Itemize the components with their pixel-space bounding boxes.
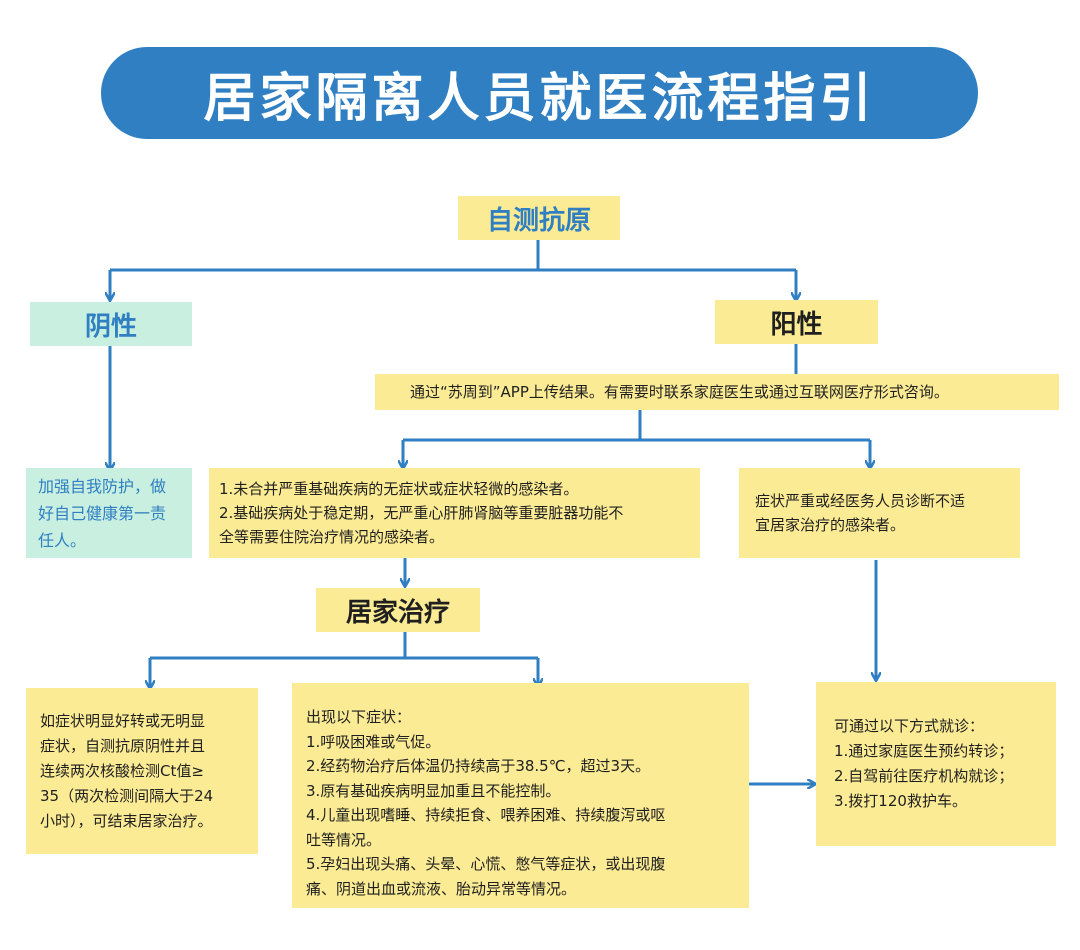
negative-label: 阴性 bbox=[84, 311, 137, 342]
symptoms-line: 痛、阴道出血或流液、胎动异常等情况。 bbox=[306, 879, 577, 898]
symptoms-box: 出现以下症状： 1.呼吸困难或气促。 2.经药物治疗后体温仍持续高于38.5℃，… bbox=[292, 683, 749, 908]
mild-cases-line: 1.未合并严重基础疾病的无症状或症状轻微的感染者。 bbox=[219, 480, 579, 498]
symptoms-line: 2.经药物治疗后体温仍持续高于38.5℃，超过3天。 bbox=[306, 757, 651, 775]
end-treatment-line: 35（两次检测间隔大于24 bbox=[40, 786, 214, 805]
negative-advice-box: 加强自我防护，做 好自己健康第一责 任人。 bbox=[26, 468, 192, 558]
seek-care-line: 2.自驾前往医疗机构就诊； bbox=[834, 767, 1014, 785]
negative-advice-line: 任人。 bbox=[38, 530, 87, 550]
upload-box: 通过“苏周到”APP上传结果。有需要时联系家庭医生或通过互联网医疗形式咨询。 bbox=[375, 374, 1059, 410]
end-treatment-box: 如症状明显好转或无明显 症状，自测抗原阴性并且 连续两次核酸检测Ct值≥ 35（… bbox=[26, 688, 258, 854]
upload-text: 通过“苏周到”APP上传结果。有需要时联系家庭医生或通过互联网医疗形式咨询。 bbox=[410, 383, 949, 401]
mild-cases-line: 2.基础疾病处于稳定期，无严重心肝肺肾脑等重要脏器功能不 bbox=[219, 504, 624, 522]
symptoms-line: 3.原有基础疾病明显加重且不能控制。 bbox=[306, 781, 561, 800]
seek-care-box: 可通过以下方式就诊： 1.通过家庭医生预约转诊； 2.自驾前往医疗机构就诊； 3… bbox=[816, 682, 1056, 846]
positive-label: 阳性 bbox=[770, 309, 823, 340]
negative-box: 阴性 bbox=[30, 302, 192, 346]
mild-cases-box: 1.未合并严重基础疾病的无症状或症状轻微的感染者。 2.基础疾病处于稳定期，无严… bbox=[209, 468, 700, 558]
severe-cases-line: 宜居家治疗的感染者。 bbox=[755, 516, 906, 534]
seek-care-line: 可通过以下方式就诊： bbox=[834, 717, 985, 735]
home-treatment-box: 居家治疗 bbox=[316, 588, 480, 632]
end-treatment-line: 症状，自测抗原阴性并且 bbox=[40, 736, 206, 755]
negative-advice-line: 好自己健康第一责 bbox=[38, 503, 167, 523]
title-banner: 居家隔离人员就医流程指引 bbox=[101, 47, 978, 139]
end-treatment-line: 连续两次核酸检测Ct值≥ bbox=[40, 761, 204, 780]
symptoms-line: 吐等情况。 bbox=[306, 830, 382, 849]
severe-cases-box: 症状严重或经医务人员诊断不适 宜居家治疗的感染者。 bbox=[739, 468, 1020, 558]
self-test-label: 自测抗原 bbox=[486, 205, 591, 236]
connector-test-split bbox=[110, 240, 796, 272]
mild-cases-line: 全等需要住院治疗情况的感染者。 bbox=[219, 528, 445, 546]
seek-care-line: 1.通过家庭医生预约转诊； bbox=[834, 742, 1014, 760]
end-treatment-line: 如症状明显好转或无明显 bbox=[40, 711, 206, 730]
positive-box: 阳性 bbox=[715, 300, 878, 344]
symptoms-line: 5.孕妇出现头痛、头晕、心慌、憋气等症状，或出现腹 bbox=[306, 855, 666, 873]
home-treatment-label: 居家治疗 bbox=[345, 597, 450, 628]
end-treatment-line: 小时），可结束居家治疗。 bbox=[40, 811, 213, 830]
negative-advice-line: 加强自我防护，做 bbox=[38, 476, 167, 496]
seek-care-line: 3.拨打120救护车。 bbox=[834, 792, 967, 810]
self-test-box: 自测抗原 bbox=[458, 196, 620, 240]
page-title: 居家隔离人员就医流程指引 bbox=[203, 68, 876, 129]
symptoms-line: 出现以下症状： bbox=[306, 708, 412, 726]
connector-home-split bbox=[150, 632, 538, 660]
connector-upload-split bbox=[403, 410, 870, 442]
symptoms-line: 1.呼吸困难或气促。 bbox=[306, 732, 441, 751]
severe-cases-line: 症状严重或经医务人员诊断不适 bbox=[755, 492, 966, 510]
symptoms-line: 4.儿童出现嗜睡、持续拒食、喂养困难、持续腹泻或呕 bbox=[306, 806, 666, 824]
